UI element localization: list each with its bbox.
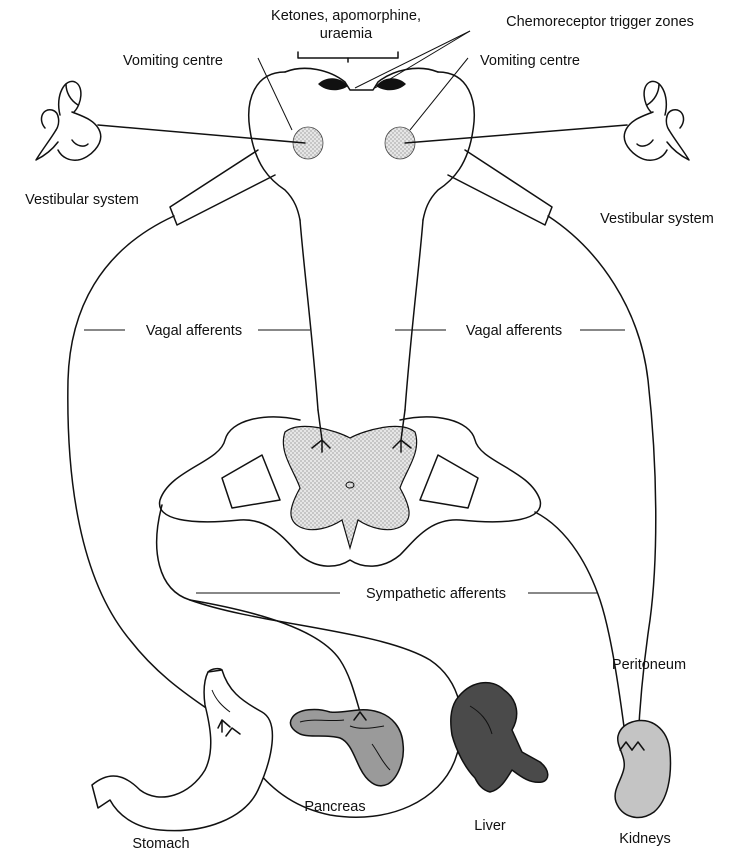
label-vagal-afferents-left: Vagal afferents <box>146 323 242 339</box>
label-stomach: Stomach <box>132 836 189 852</box>
label-sympathetic-afferents: Sympathetic afferents <box>366 586 506 602</box>
label-vestibular-system-right: Vestibular system <box>600 211 714 227</box>
kidney <box>615 720 670 817</box>
label-liver: Liver <box>474 818 506 834</box>
stomach <box>92 669 272 831</box>
label-vomiting-centre-right: Vomiting centre <box>480 53 580 69</box>
label-vagal-afferents-right: Vagal afferents <box>466 323 562 339</box>
vestibular-system-left <box>36 81 305 160</box>
brainstem <box>170 68 552 410</box>
spinal-cord <box>160 410 541 566</box>
label-pancreas: Pancreas <box>304 799 365 815</box>
label-vestibular-system-left: Vestibular system <box>25 192 139 208</box>
vestibular-system-right <box>405 81 689 160</box>
label-chemoreceptor-trigger-zones: Chemoreceptor trigger zones <box>506 14 694 30</box>
label-ketones-line2: uraemia <box>320 26 373 42</box>
label-peritoneum: Peritoneum <box>612 657 686 673</box>
label-kidneys: Kidneys <box>619 831 671 847</box>
liver <box>451 683 548 792</box>
label-ketones-line1: Ketones, apomorphine, <box>271 8 421 24</box>
label-vomiting-centre-left: Vomiting centre <box>123 53 223 69</box>
pancreas <box>290 710 403 786</box>
